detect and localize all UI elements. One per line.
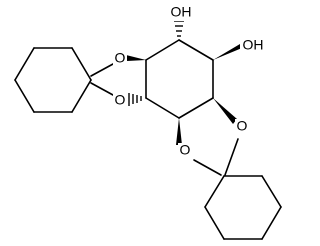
bond-c1-c2 <box>178 39 214 61</box>
bond-c6-c1 <box>145 39 180 61</box>
bond-c3-c4 <box>178 97 214 119</box>
lower-dioxolane-ring <box>176 98 239 176</box>
atom-label-o-lower-left: O <box>178 142 192 159</box>
upper-dioxolane-ring <box>90 55 146 106</box>
bond-o-spiro-bottom <box>90 82 114 96</box>
oxygen-label: O <box>237 118 248 134</box>
oxygen-label: O <box>180 142 191 158</box>
wedge-bond-c3-o <box>213 98 237 124</box>
atom-label-o-lower-right: O <box>235 118 249 135</box>
wedge-bond-c6-o <box>126 55 146 61</box>
bond-o-spiro-left <box>193 159 222 176</box>
oxygen-label: O <box>115 50 126 66</box>
right-cyclohexane-ring <box>204 175 282 240</box>
bond-o-spiro-right <box>224 138 239 176</box>
wedge-bond-c4-o <box>176 118 182 145</box>
atom-label-o-upper-bottom: O <box>113 92 127 109</box>
wedge-bond-c2-oh <box>213 44 242 60</box>
hydroxyl-label: OH <box>243 37 264 53</box>
bond-c4-c5 <box>145 97 180 119</box>
atom-label-o-upper-top: O <box>113 50 127 67</box>
hydroxyl-label: OH <box>171 4 192 20</box>
hashed-bond-c1-oh <box>174 20 184 37</box>
chemical-structure: OH OH O O O O <box>14 4 282 240</box>
atom-label-oh-top: OH <box>168 4 194 21</box>
inositol-ring <box>145 39 214 119</box>
hashed-bond-c5-o <box>128 93 142 106</box>
bond-o-spiro-top <box>90 63 114 77</box>
atom-label-oh-right: OH <box>240 37 266 54</box>
left-cyclohexane-ring <box>14 47 92 113</box>
oxygen-label: O <box>115 92 126 108</box>
